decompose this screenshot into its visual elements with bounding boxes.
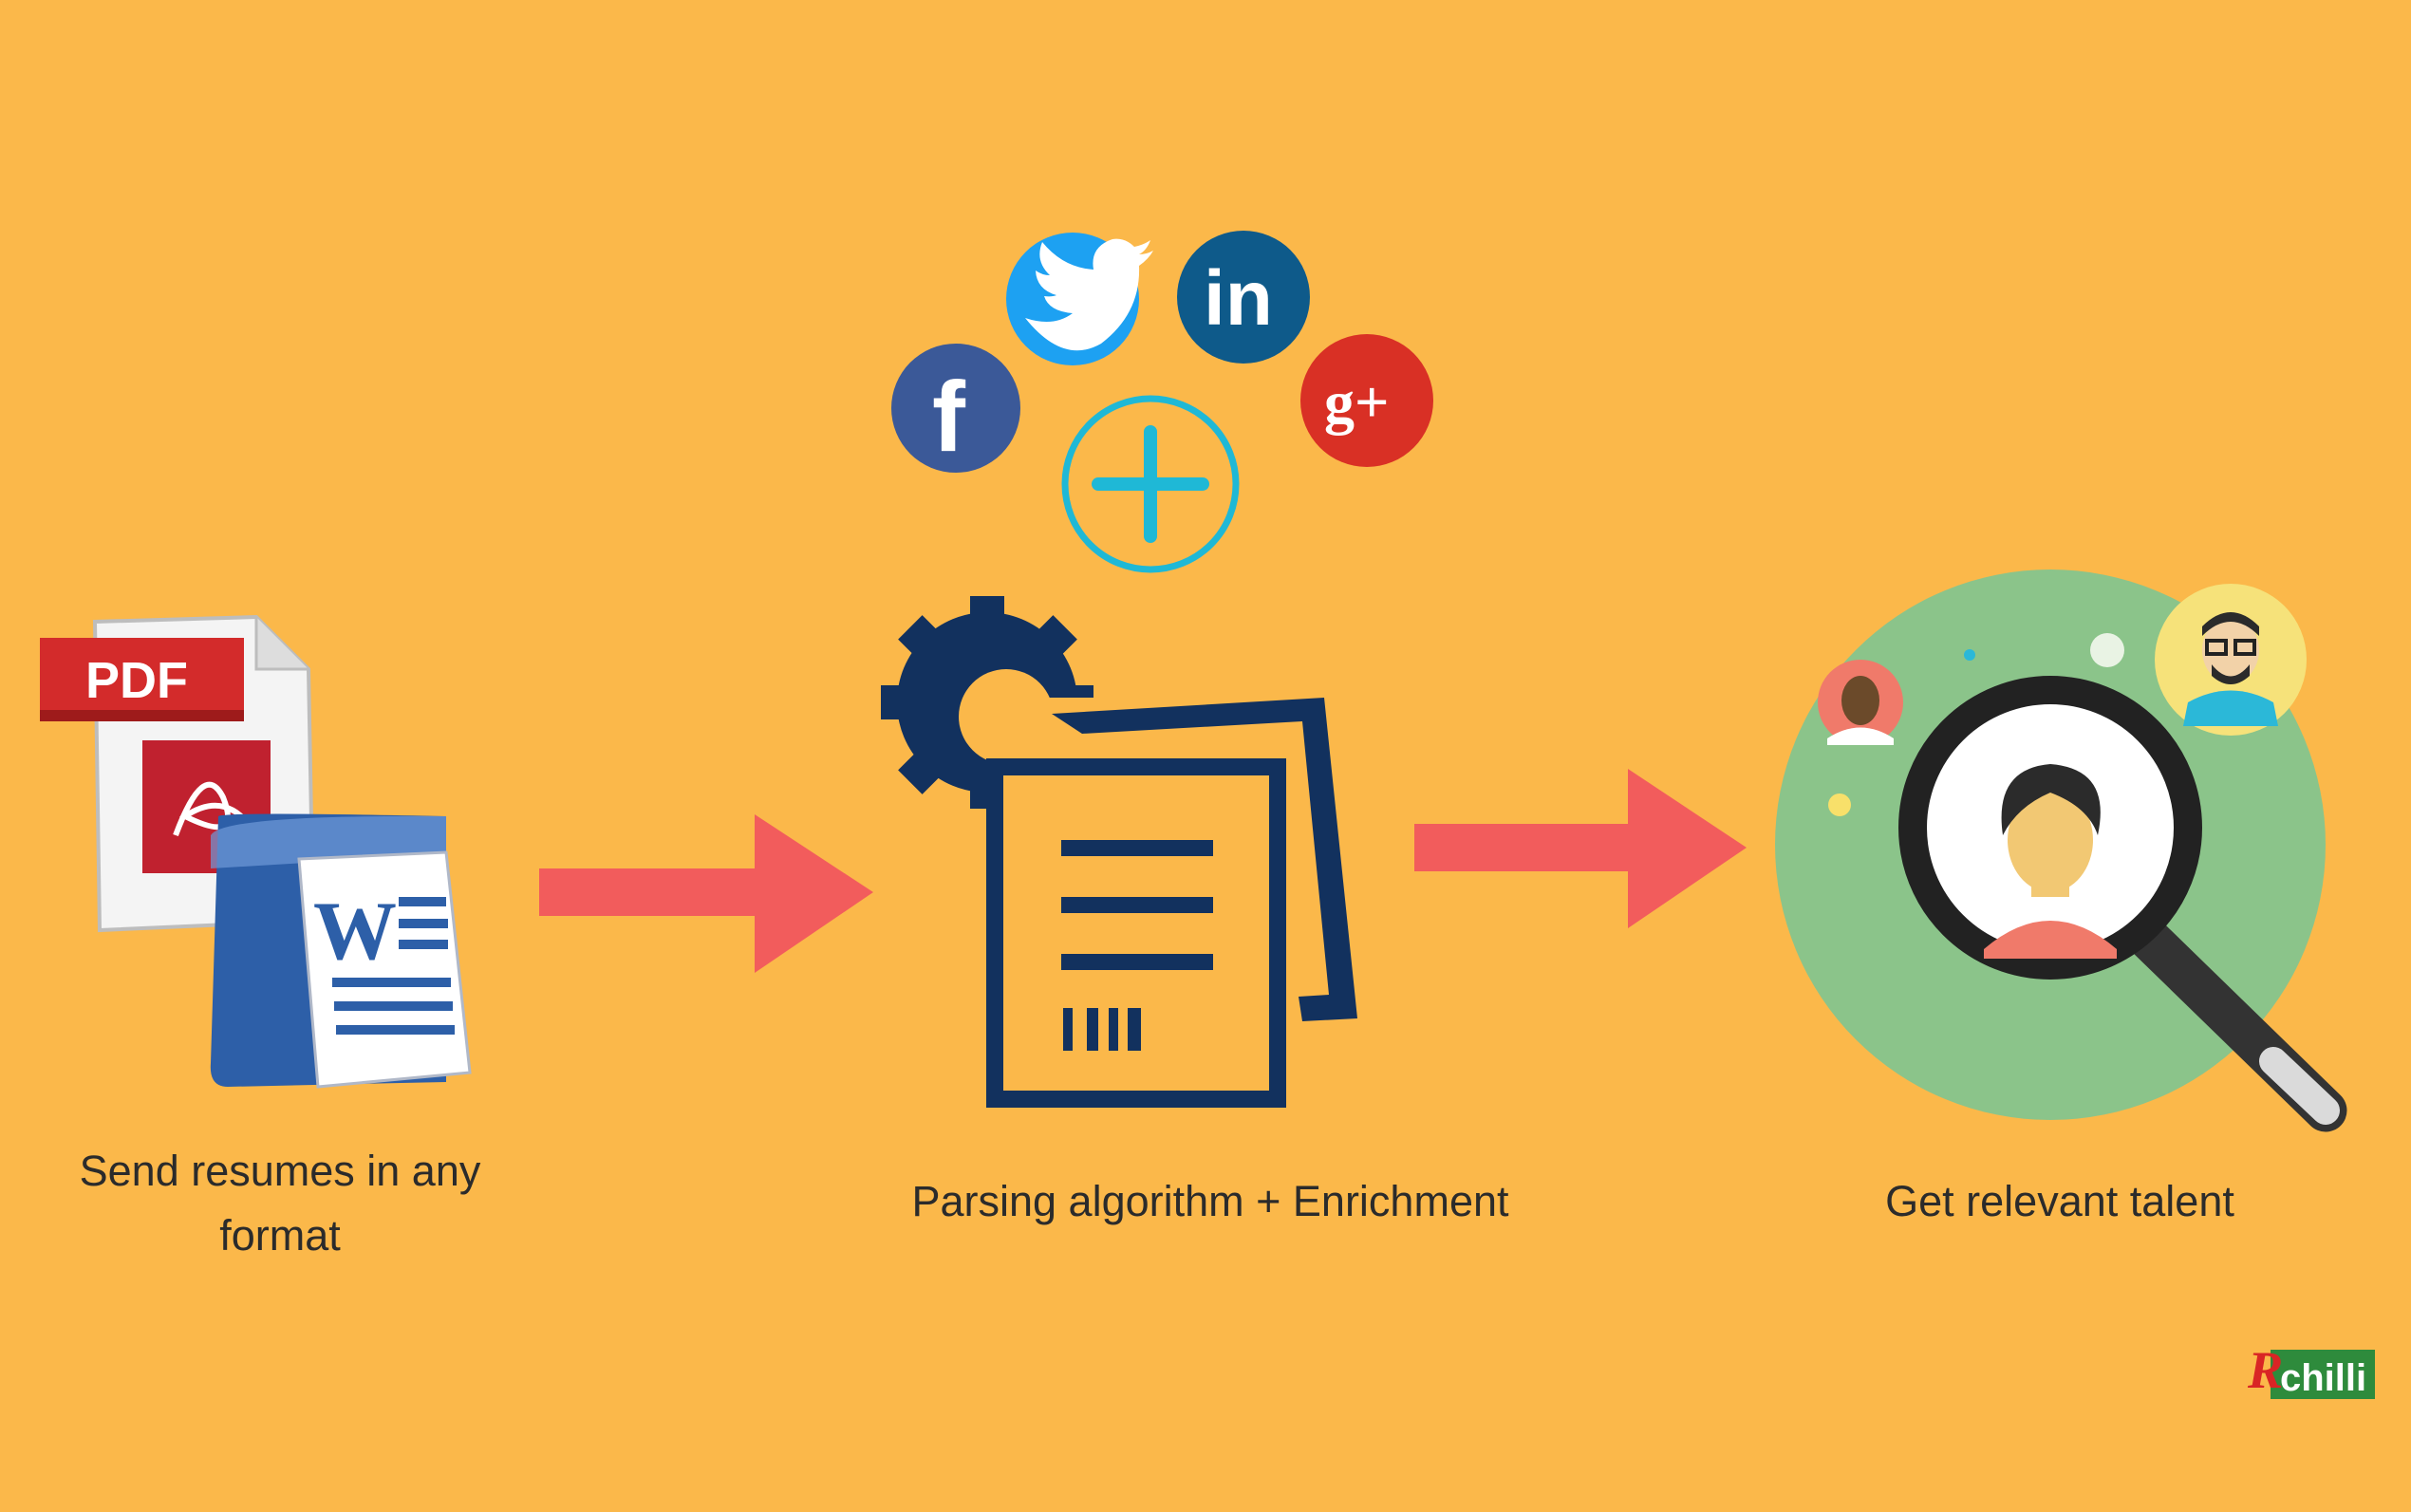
parsed-document-icon (986, 698, 1357, 1108)
facebook-icon: f (891, 344, 1020, 473)
facebook-text: f (932, 362, 966, 473)
talent-search-icon (1775, 569, 2347, 1132)
candidate-avatar-glasses (2155, 584, 2307, 736)
magnifier-icon (1898, 676, 2347, 1132)
arrow-1-icon (539, 814, 873, 973)
brand-prefix: R (2247, 1341, 2283, 1400)
linkedin-icon: in (1177, 231, 1310, 364)
arrow-2-icon (1414, 769, 1747, 928)
step-2-label: Parsing algorithm + Enrichment (911, 1177, 1509, 1225)
googleplus-text: g+ (1324, 368, 1389, 436)
word-letter: W (313, 886, 397, 978)
google-plus-icon: g+ (1300, 334, 1433, 467)
word-document-icon: W (210, 813, 472, 1089)
step-1-label: Send resumes in any format (79, 1147, 481, 1260)
rchilli-logo: chilli R (2247, 1341, 2375, 1400)
candidate-avatar-small (1818, 660, 1903, 745)
step-3-label: Get relevant talent (1885, 1177, 2234, 1225)
twitter-icon (1006, 233, 1153, 365)
pdf-badge-text: PDF (85, 652, 188, 709)
brand-name: chilli (2280, 1357, 2366, 1399)
plus-circle-icon (1061, 395, 1240, 573)
pdf-document-icon: PDF (40, 614, 316, 933)
linkedin-text: in (1204, 255, 1273, 342)
resume-documents-icon: PDF W (40, 614, 472, 1089)
